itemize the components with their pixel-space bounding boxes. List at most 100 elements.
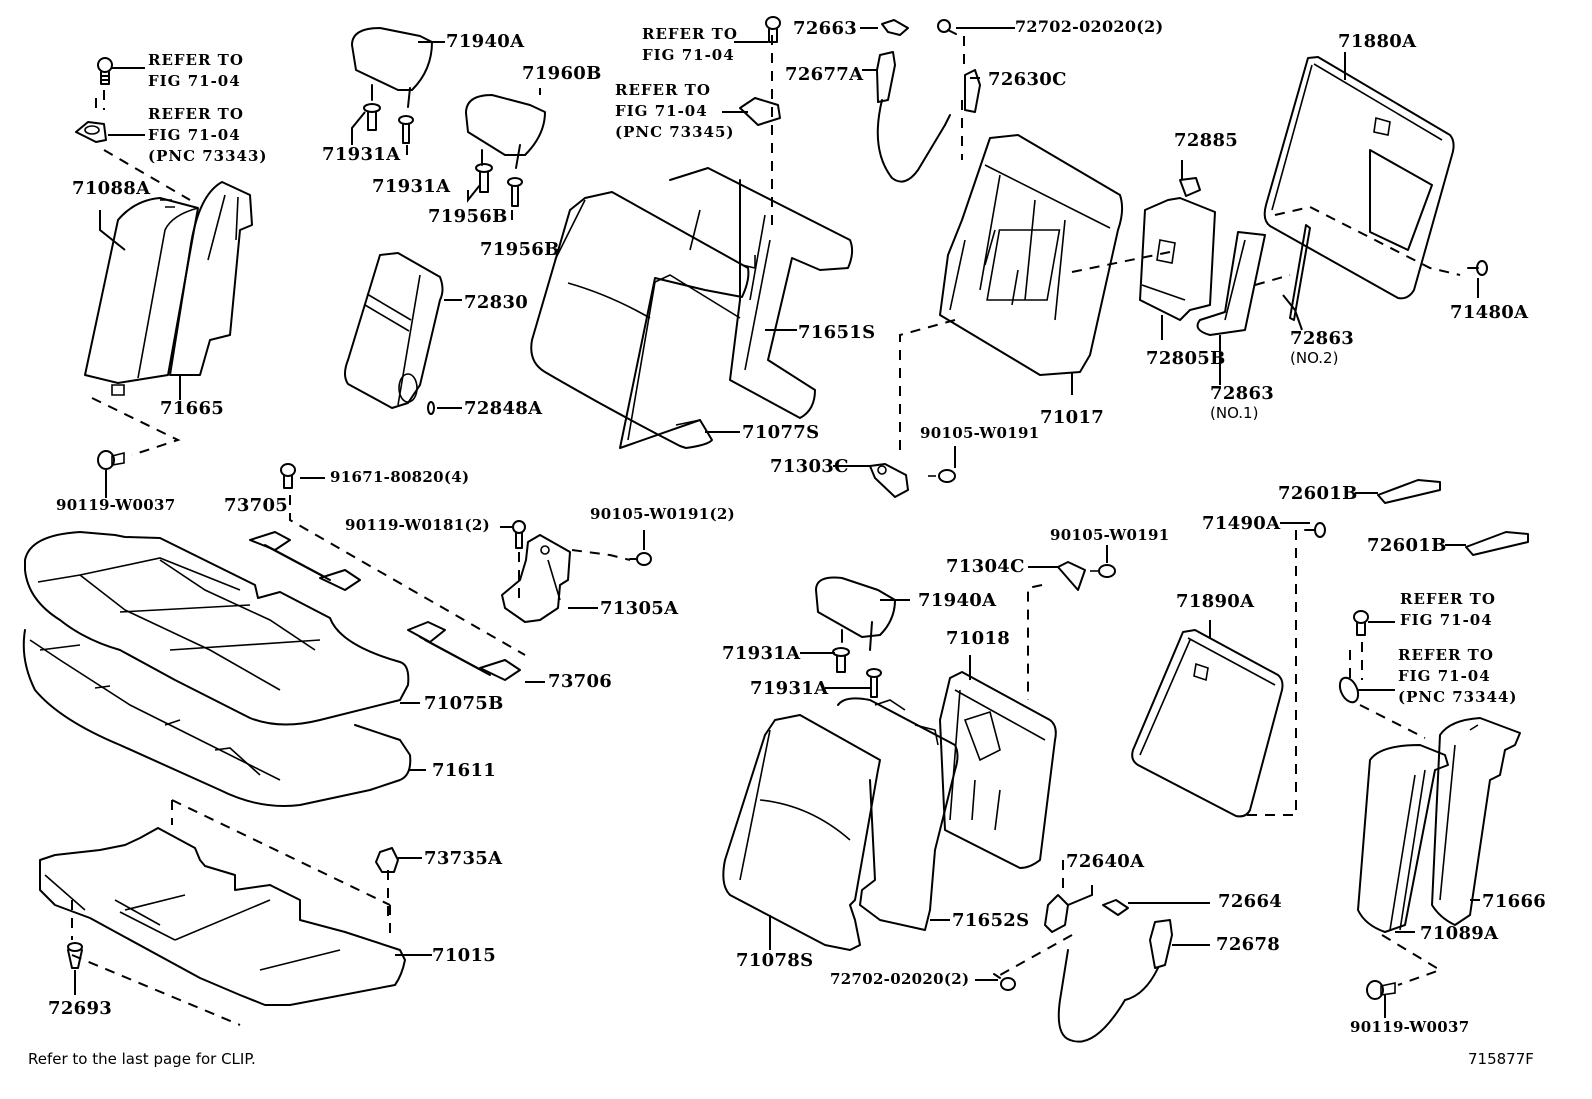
- refer-fig-71-04-b-label: REFER TO FIG 71-04: [642, 25, 738, 64]
- side-pad-71089A: [1357, 744, 1449, 933]
- headrest-71940A-low: [815, 576, 896, 651]
- figure-id: 715877F: [1468, 1050, 1534, 1068]
- pin-71490A-icon: [1304, 522, 1326, 538]
- hook-73705: [249, 531, 361, 591]
- board-71880A: [1263, 56, 1455, 300]
- part-label-72640A: 72640A: [1066, 851, 1145, 872]
- headrest-71940A-top: [351, 27, 433, 108]
- part-label-71018: 71018: [946, 628, 1011, 649]
- part-label-71304C: 71304C: [946, 556, 1025, 577]
- guide-line: [171, 799, 391, 940]
- bolt-90105-mid-icon: [938, 469, 956, 483]
- bolt-90119-W0181-icon: [512, 520, 526, 549]
- part-label-72677A: 72677A: [785, 64, 864, 85]
- refer-pnc-73344-label: REFER TO FIG 71-04 (PNC 73344): [1398, 646, 1518, 706]
- part-label-72630C: 72630C: [988, 69, 1067, 90]
- bolt-90105-W0191-2-icon: [629, 552, 652, 566]
- hook-72601B-1-icon: [1377, 479, 1441, 504]
- part-label-72663: 72663: [793, 18, 858, 39]
- clip-72885-icon: [1179, 177, 1201, 197]
- part-sublabel-72863-no1: (NO.1): [1210, 404, 1259, 422]
- guide-line: [95, 90, 105, 110]
- seatback-cover-71651S: [669, 167, 854, 419]
- part-label-71089A: 71089A: [1420, 923, 1499, 944]
- part-label-72702-top: 72702-02020(2): [1015, 17, 1164, 36]
- guide-71956B-icon: [475, 163, 523, 207]
- guide-line: [289, 495, 526, 656]
- guide-line: [1359, 704, 1426, 739]
- part-label-90119-W0181: 90119-W0181(2): [345, 516, 491, 534]
- headrest-71960B: [465, 94, 546, 169]
- clip-72693-icon: [67, 942, 83, 969]
- part-label-71960B: 71960B: [522, 63, 602, 84]
- part-label-90119-W0037-right: 90119-W0037: [1350, 1018, 1470, 1036]
- seatback-cover-71652S: [837, 697, 959, 931]
- part-label-72885: 72885: [1174, 130, 1239, 151]
- bracket-71305A: [501, 534, 571, 623]
- bolt-icon-90119-right: [1366, 980, 1396, 1000]
- part-label-73705: 73705: [224, 495, 289, 516]
- part-label-71940A-top: 71940A: [446, 31, 525, 52]
- guide-line: [1071, 251, 1171, 273]
- side-pad-71665: [169, 181, 253, 376]
- seatback-cover-71077S: [530, 191, 750, 449]
- bezel-72640A-icon: [1044, 894, 1069, 933]
- part-label-72664: 72664: [1218, 891, 1283, 912]
- part-label-71880A: 71880A: [1338, 31, 1417, 52]
- footer-clip-note: Refer to the last page for CLIP.: [28, 1050, 256, 1068]
- part-label-72702-low: 72702-02020(2): [830, 970, 970, 988]
- bolt-icon-refer-71-04-b: [765, 16, 781, 43]
- guide-line: [71, 900, 241, 1026]
- side-pad-71088A: [84, 197, 199, 384]
- cover-72664-icon: [1102, 899, 1129, 916]
- guide-line: [1254, 274, 1291, 286]
- pin-71480A-icon: [1467, 260, 1488, 276]
- refer-pnc-73345-label: REFER TO FIG 71-04 (PNC 73345): [615, 81, 735, 141]
- guide-line: [91, 397, 181, 456]
- clip-icon-left: [111, 384, 125, 396]
- guide-line: [961, 36, 965, 160]
- bolt-icon-refer-71-04-c: [1353, 610, 1369, 636]
- part-label-71652S: 71652S: [952, 910, 1030, 931]
- guide-line: [1245, 530, 1297, 816]
- part-label-71890A: 71890A: [1176, 591, 1255, 612]
- part-label-91671-80820: 91671-80820(4): [330, 468, 470, 486]
- part-label-71931A-2: 71931A: [372, 176, 451, 197]
- part-label-71490A: 71490A: [1202, 513, 1281, 534]
- bolt-90105-right-icon: [1098, 564, 1116, 578]
- refer-fig-71-04-label: REFER TO FIG 71-04: [148, 51, 244, 90]
- screw-72702-low-icon: [993, 973, 1016, 991]
- part-label-72693: 72693: [48, 998, 113, 1019]
- part-label-90119-W0037-left: 90119-W0037: [56, 496, 176, 514]
- part-label-72601B-2: 72601B: [1367, 535, 1447, 556]
- seatback-frame-71018: [939, 671, 1057, 869]
- guide-line: [999, 860, 1073, 976]
- cover-72863-no1: [1196, 231, 1266, 336]
- seatback-frame-71017: [939, 134, 1124, 376]
- part-sublabel-72863-no2: (NO.2): [1290, 349, 1339, 367]
- strip-72863-no2: [1289, 224, 1311, 321]
- hook-73706: [407, 621, 521, 681]
- ring-72848A-icon: [427, 401, 435, 415]
- part-label-71956B-1: 71956B: [428, 206, 508, 227]
- part-label-73706: 73706: [548, 671, 613, 692]
- hinge-71303C-icon: [869, 463, 909, 498]
- part-label-72848A: 72848A: [464, 398, 543, 419]
- part-label-72830: 72830: [464, 292, 529, 313]
- bolt-icon-90119-left: [97, 450, 125, 470]
- guide-line: [899, 319, 956, 455]
- board-71890A: [1131, 629, 1284, 818]
- part-label-71931A-1: 71931A: [322, 144, 401, 165]
- guide-line: [1274, 205, 1461, 276]
- part-label-71956B-2: 71956B: [480, 239, 560, 260]
- guide-line: [1381, 934, 1443, 986]
- seat-pan-71015: [39, 827, 406, 1006]
- bracket-73343-icon: [75, 121, 107, 143]
- bracket-73345-icon: [739, 97, 781, 126]
- part-label-72805B: 72805B: [1146, 348, 1226, 369]
- cover-72663-icon: [881, 19, 909, 36]
- part-label-71015: 71015: [432, 945, 497, 966]
- refer-pnc-73343-label: REFER TO FIG 71-04 (PNC 73343): [148, 105, 268, 165]
